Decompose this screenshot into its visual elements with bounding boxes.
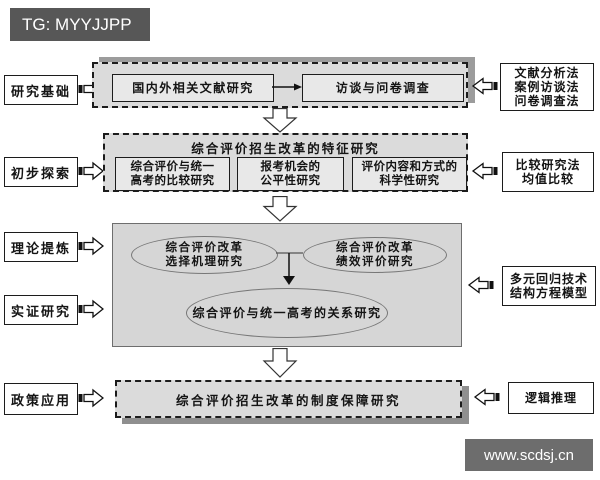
method-line: 逻辑推理 (524, 391, 577, 405)
stage-label-empirical-research: 实证研究 (4, 295, 78, 325)
method-box-logic: 逻辑推理 (508, 382, 594, 414)
scientificity-line2: 科学性研究 (379, 175, 440, 187)
stage-label-theory-refinement: 理论提炼 (4, 232, 78, 262)
scientificity-line1: 评价内容和方式的 (361, 161, 458, 173)
interview-survey-text: 访谈与问卷调查 (335, 81, 431, 95)
stage-label-research-foundation: 研究基础 (4, 75, 78, 105)
comparison-line2: 高考的比较研究 (130, 175, 215, 187)
mechanism-ellipse: 综合评价改革 选择机理研究 (131, 236, 278, 274)
characteristics-title: 综合评价招生改革的特征研究 (191, 142, 380, 156)
method-line: 均值比较 (521, 172, 574, 186)
mechanism-line2: 选择机理研究 (165, 256, 244, 268)
relationship-text: 综合评价与统一高考的关系研究 (192, 306, 382, 320)
performance-line2: 绩效评价研究 (336, 256, 414, 268)
stage-label-text: 政策应用 (10, 392, 71, 408)
ellipse-connector-arrow-icon (113, 224, 463, 345)
method-line: 结构方程模型 (509, 286, 588, 300)
left-block-arrow-icon (466, 276, 494, 294)
method-box-comparative: 比较研究法 均值比较 (502, 152, 594, 192)
method-line: 比较研究法 (515, 158, 581, 172)
fairness-line2: 公平性研究 (260, 175, 321, 187)
comparison-research-box: 综合评价与统一 高考的比较研究 (115, 157, 230, 191)
watermark-bottom-text: www.scdsj.cn (483, 446, 575, 464)
left-block-arrow-icon (470, 77, 498, 95)
relationship-ellipse: 综合评价与统一高考的关系研究 (186, 288, 388, 338)
down-block-arrow-icon (262, 108, 298, 133)
method-box-literature: 文献分析法 案例访谈法 问卷调查法 (500, 63, 594, 111)
theory-empirical-box: 综合评价改革 选择机理研究 综合评价改革 绩效评价研究 综合评价与统一高考的关系… (112, 223, 462, 347)
literature-research-box: 国内外相关文献研究 (112, 74, 274, 102)
right-block-arrow-icon (78, 299, 104, 319)
method-line: 问卷调查法 (514, 94, 580, 108)
down-block-arrow-icon (262, 196, 298, 222)
literature-research-text: 国内外相关文献研究 (132, 81, 254, 95)
stage-label-text: 实证研究 (10, 303, 71, 319)
right-block-arrow-icon (78, 388, 104, 408)
interview-survey-box: 访谈与问卷调查 (302, 74, 464, 102)
scientificity-research-box: 评价内容和方式的 科学性研究 (352, 157, 467, 191)
right-block-arrow-icon (78, 161, 104, 181)
method-line: 多元回归技术 (509, 272, 588, 286)
stage-label-text: 理论提炼 (10, 240, 71, 256)
characteristics-container: 综合评价招生改革的特征研究 综合评价与统一 高考的比较研究 报考机会的 公平性研… (103, 133, 468, 192)
fairness-research-box: 报考机会的 公平性研究 (237, 157, 344, 191)
guarantee-text: 综合评价招生改革的制度保障研究 (175, 393, 401, 408)
stage-label-initial-exploration: 初步探索 (4, 157, 78, 187)
left-block-arrow-icon (472, 388, 500, 406)
thin-right-arrow-icon (272, 83, 302, 91)
method-box-regression: 多元回归技术 结构方程模型 (502, 266, 596, 306)
foundation-container: 国内外相关文献研究 访谈与问卷调查 (92, 62, 468, 108)
stage-label-policy-application: 政策应用 (4, 383, 78, 415)
watermark-top-text: TG: MYYJJPP (22, 14, 132, 34)
watermark-top-bar: TG: MYYJJPP (10, 8, 150, 41)
comparison-line1: 综合评价与统一 (130, 161, 215, 173)
guarantee-container: 综合评价招生改革的制度保障研究 (115, 380, 462, 418)
method-line: 文献分析法 (514, 66, 580, 80)
right-block-arrow-icon (78, 236, 104, 256)
fairness-line1: 报考机会的 (260, 161, 321, 173)
stage-label-text: 初步探索 (10, 165, 71, 181)
performance-line1: 综合评价改革 (336, 242, 414, 254)
down-block-arrow-icon (262, 348, 298, 378)
watermark-bottom-bar: www.scdsj.cn (465, 439, 593, 471)
performance-ellipse: 综合评价改革 绩效评价研究 (303, 237, 447, 273)
method-line: 案例访谈法 (514, 80, 580, 94)
mechanism-line1: 综合评价改革 (165, 242, 244, 254)
left-block-arrow-icon (470, 162, 498, 180)
stage-label-text: 研究基础 (10, 83, 71, 99)
